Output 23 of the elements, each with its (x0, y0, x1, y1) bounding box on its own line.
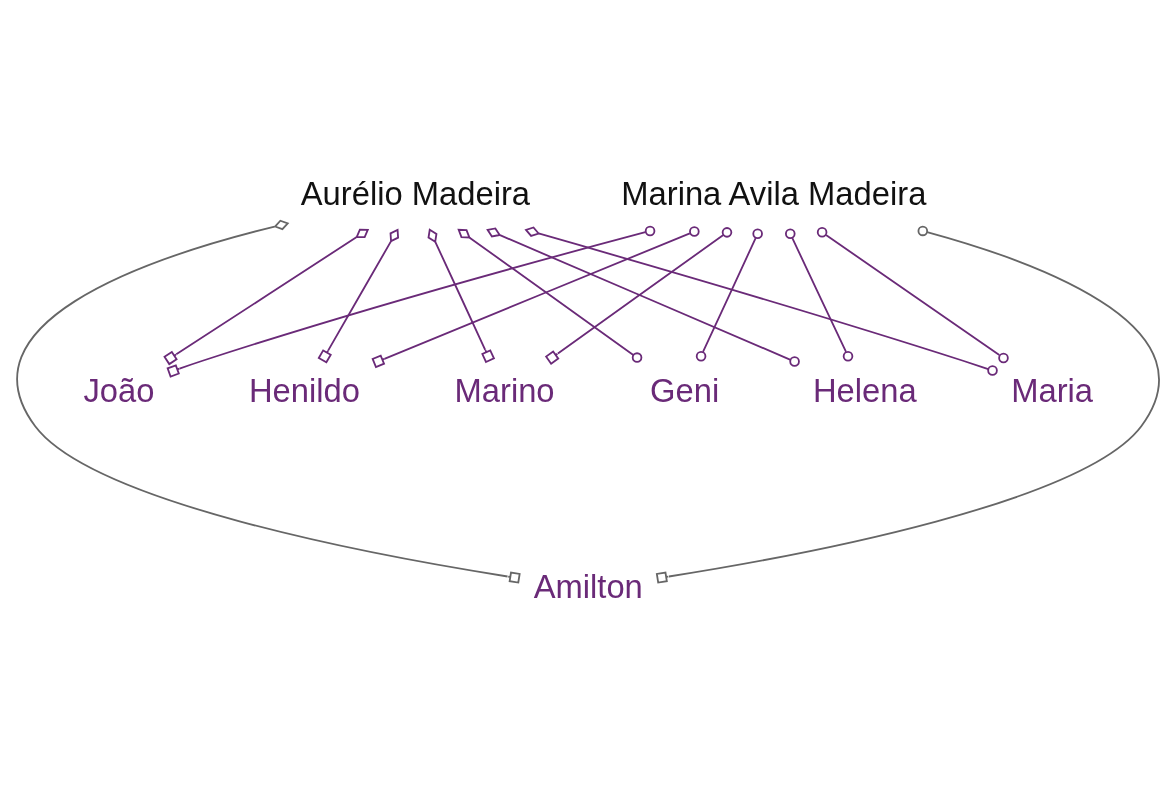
connector (695, 228, 763, 362)
node-text: João (83, 371, 155, 409)
connector (524, 226, 998, 376)
connector (371, 226, 700, 369)
connector (317, 228, 400, 364)
node-text: Marina Avila Madeira (621, 175, 927, 213)
node-text: Aurélio Madeira (300, 175, 531, 213)
connector (166, 225, 656, 378)
node-text: Geni (650, 371, 720, 409)
node-text: Amilton (533, 567, 643, 605)
connector (427, 228, 496, 364)
node-text: Marino (454, 371, 555, 409)
connector (486, 227, 800, 367)
connector (16, 219, 521, 584)
node-text: Henildo (248, 371, 360, 409)
connector (785, 228, 854, 362)
node-text: Helena (812, 371, 917, 409)
connector (544, 227, 733, 365)
connector (816, 227, 1009, 364)
connector (457, 228, 643, 363)
connector (655, 225, 1160, 584)
connector (163, 228, 370, 366)
node-text: Maria (1011, 371, 1094, 409)
